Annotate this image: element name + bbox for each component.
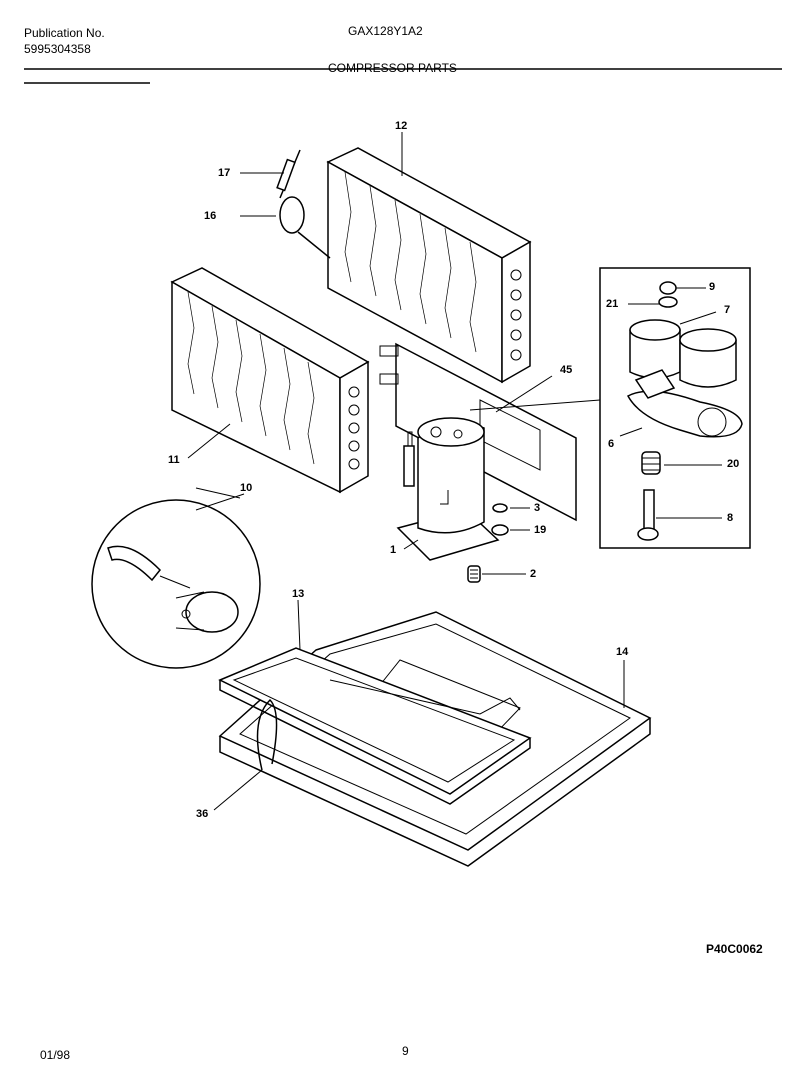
callout-21: 21: [606, 298, 619, 310]
callout-20: 20: [727, 458, 740, 470]
callout-16: 16: [204, 210, 217, 222]
callout-6: 6: [608, 438, 615, 450]
compressor-1: [396, 417, 500, 561]
overload-assembly: [626, 281, 743, 541]
coil-12: [326, 147, 532, 384]
drain-strap-36: [256, 698, 278, 771]
footer-date: 01/98: [40, 1048, 71, 1062]
callout-3: 3: [534, 502, 541, 514]
leader-lines: [187, 132, 722, 811]
callout-45: 45: [560, 364, 573, 376]
callout-36: 36: [196, 808, 209, 820]
publication-label: Publication No.: [24, 26, 105, 40]
detail-circle-10: [91, 499, 261, 669]
callout-8: 8: [727, 512, 734, 524]
callout-9: 9: [709, 281, 716, 293]
coil-11: [170, 267, 370, 494]
model-number: GAX128Y1A2: [348, 24, 423, 38]
callout-17: 17: [218, 167, 231, 179]
callout-11: 11: [168, 454, 180, 466]
overload-inset-box: [599, 267, 751, 549]
callout-10: 10: [240, 482, 253, 494]
publication-number: 5995304358: [24, 42, 91, 56]
callout-7: 7: [724, 304, 731, 316]
section-title: COMPRESSOR PARTS: [328, 61, 457, 75]
page-number: 9: [402, 1044, 409, 1058]
capillary-tube: [276, 149, 331, 259]
callout-1: 1: [390, 544, 397, 556]
callout-12: 12: [395, 120, 408, 132]
callout-13: 13: [292, 588, 305, 600]
diagram-code: P40C0062: [706, 942, 763, 956]
callout-2: 2: [530, 568, 537, 580]
drain-pan-13: [218, 647, 532, 805]
callout-19: 19: [534, 524, 547, 536]
callout-14: 14: [616, 646, 629, 658]
grommet-parts: [467, 503, 509, 583]
